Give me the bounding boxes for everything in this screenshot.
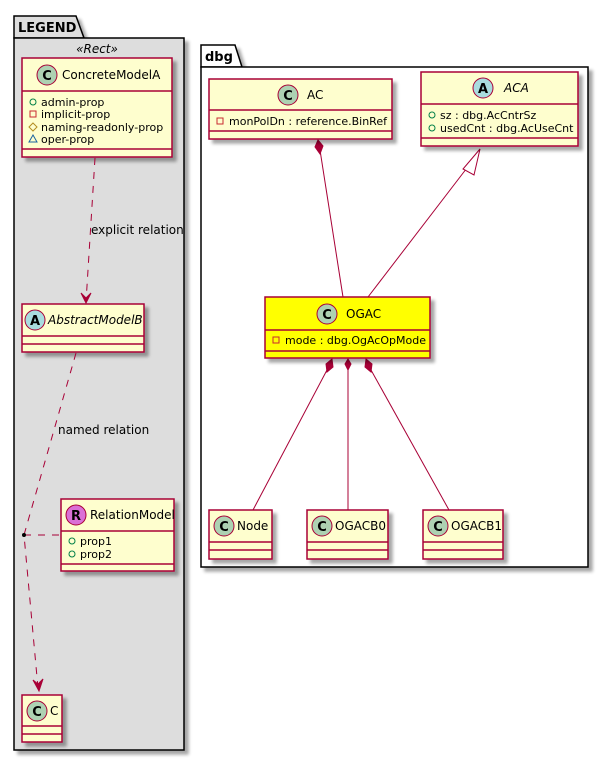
class-name: ACA: [503, 81, 529, 95]
inheritance-arrow-icon: [462, 148, 481, 176]
attribute: usedCnt : dbg.AcUseCnt: [440, 122, 574, 135]
class-spot-letter: A: [478, 82, 488, 97]
class-spot-letter: C: [219, 520, 229, 535]
attribute: sz : dbg.AcCntrSz: [440, 109, 536, 122]
composition-diamond-icon: [314, 139, 324, 156]
class-spot-icon: [26, 700, 48, 722]
attribute: prop2: [80, 548, 112, 561]
class-box: [21, 57, 173, 158]
composition-edge-ogac-ogacb1[interactable]: [370, 369, 450, 511]
class-spot-icon: [36, 64, 58, 86]
class-spot-letter: R: [71, 509, 81, 524]
private-visibility-icon: [216, 117, 224, 125]
class-spot-icon: [316, 303, 338, 325]
public-visibility-icon: [68, 550, 76, 558]
class-box: [208, 78, 393, 140]
dbg-package-title: dbg: [205, 50, 233, 65]
class-spot-letter: A: [30, 314, 40, 329]
class-box: [264, 296, 431, 359]
attribute: admin-prop: [41, 96, 104, 109]
class-spot-letter: C: [322, 308, 332, 323]
composition-diamond-icon: [325, 358, 334, 373]
class-abstract-model-b[interactable]: A AbstractModelB: [21, 303, 145, 353]
composition-diamond-icon: [364, 358, 373, 373]
class-name: OGACB1: [451, 519, 502, 533]
legend-package-title: LEGEND: [18, 21, 77, 36]
legend-stereotype: «Rect»: [76, 42, 118, 56]
relation-spot-icon: [65, 504, 87, 526]
class-ac[interactable]: C AC monPolDn : reference.BinRef: [208, 78, 393, 140]
named-relation-label: named relation: [58, 423, 149, 437]
abstract-spot-icon: [24, 309, 46, 331]
class-spot-icon: [427, 515, 449, 537]
class-concrete-model-a[interactable]: C ConcreteModelA admin-prop implicit-pro…: [21, 57, 173, 158]
class-ogacb0[interactable]: C OGACB0: [306, 509, 389, 560]
class-spot-letter: C: [32, 705, 42, 720]
attribute: naming-readonly-prop: [41, 121, 163, 134]
class-name: Node: [237, 519, 268, 533]
attribute: oper-prop: [41, 133, 94, 146]
attribute: implicit-prop: [41, 108, 110, 121]
attribute: prop1: [80, 535, 112, 548]
class-node[interactable]: C Node: [208, 509, 273, 560]
private-visibility-icon: [272, 336, 280, 344]
inheritance-edge-ogac-aca[interactable]: [367, 163, 471, 298]
class-ogacb1[interactable]: C OGACB1: [422, 509, 504, 560]
class-spot-icon: [277, 84, 299, 106]
class-c[interactable]: C C: [21, 694, 63, 743]
class-name: AC: [307, 88, 323, 102]
class-spot-letter: C: [42, 69, 52, 84]
composition-diamond-icon: [344, 358, 352, 372]
composition-edge-ogac-node[interactable]: [252, 369, 328, 511]
attribute: mode : dbg.OgAcOpMode: [285, 334, 426, 347]
attribute: monPolDn : reference.BinRef: [229, 115, 388, 128]
class-spot-letter: C: [283, 89, 293, 104]
arrowhead-icon: [80, 292, 92, 305]
package-visibility-icon: [28, 133, 38, 143]
class-name: OGAC: [346, 307, 381, 321]
class-name: C: [50, 704, 58, 718]
class-name: RelationModel: [90, 508, 175, 522]
abstract-spot-icon: [472, 77, 494, 99]
public-visibility-icon: [29, 98, 37, 106]
class-ogac[interactable]: C OGAC mode : dbg.OgAcOpMode: [264, 296, 431, 359]
public-visibility-icon: [428, 111, 436, 119]
class-spot-letter: C: [433, 520, 443, 535]
protected-visibility-icon: [28, 122, 38, 132]
class-relation-model[interactable]: R RelationModel prop1 prop2: [60, 498, 175, 572]
composition-edge-ac-ogac[interactable]: [319, 149, 344, 298]
class-aca[interactable]: A ACA sz : dbg.AcCntrSz usedCnt : dbg.Ac…: [420, 71, 579, 147]
private-visibility-icon: [29, 110, 37, 118]
class-spot-icon: [311, 515, 333, 537]
junction-point: [22, 533, 26, 537]
explicit-relation-label: explicit relation: [91, 223, 184, 237]
class-name: AbstractModelB: [47, 313, 143, 327]
arrowhead-icon: [32, 678, 44, 693]
class-spot-letter: C: [317, 520, 327, 535]
explicit-relation-edge[interactable]: [85, 157, 96, 303]
class-name: OGACB0: [335, 519, 386, 533]
public-visibility-icon: [68, 537, 76, 545]
class-box: [420, 71, 579, 147]
class-name: ConcreteModelA: [62, 68, 161, 82]
public-visibility-icon: [428, 124, 436, 132]
class-spot-icon: [213, 515, 235, 537]
